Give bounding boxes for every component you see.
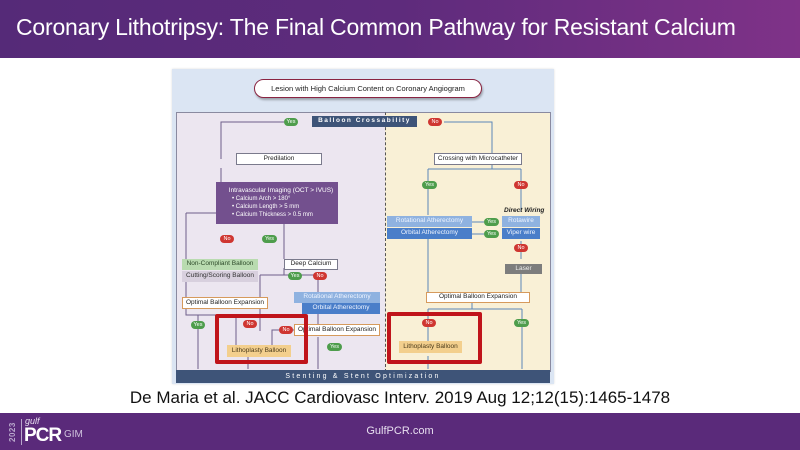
non-compliant-balloon-node: Non-Compliant Balloon [182,259,258,270]
logo-pcr-text: PCR [24,425,62,446]
lithoplasty-balloon-node: Lithoplasty Balloon [399,341,462,353]
connector [220,121,284,159]
rotational-atherectomy-node: Rotational Atherectomy [387,216,472,227]
optimal-balloon-expansion-node: Optimal Balloon Expansion [182,297,268,309]
yes-badge: Yes [484,218,499,226]
footer-url[interactable]: GulfPCR.com [366,425,434,437]
yes-badge: Yes [514,319,529,327]
stenting-optimization-bar: Stenting & Stent Optimization [176,370,550,383]
yes-badge: Yes [262,235,277,243]
deep-calcium-node: Deep Calcium [284,259,338,270]
logo-separator [21,419,22,445]
no-badge: No [243,320,257,328]
slide-footer: 2023 gulf PCR GIM GulfPCR.com [0,413,800,450]
rotawire-node: Rotawire [502,216,540,227]
criterion-calcium-length: • Calcium Length > 5 mm [232,204,300,211]
intravascular-imaging-node: Intravascular Imaging (OCT > IVUS) • Cal… [216,182,338,224]
no-badge: No [428,118,442,126]
yes-badge: Yes [484,230,499,238]
orbital-atherectomy-node: Orbital Atherectomy [302,303,380,314]
slide-title: Coronary Lithotripsy: The Final Common P… [16,14,736,40]
balloon-crossability-decision: Balloon Crossability [312,116,417,127]
laser-node: Laser [505,264,542,274]
yes-badge: Yes [327,343,342,351]
optimal-balloon-expansion-node: Optimal Balloon Expansion [426,292,530,303]
crossing-microcatheter-node: Crossing with Microcatheter [434,153,522,165]
logo-gulf-text: gulf [25,416,40,426]
direct-wiring-label: Direct Wiring [504,207,545,214]
lithoplasty-highlight-box [387,312,482,364]
no-badge: No [514,181,528,189]
gulfpcr-logo: 2023 gulf PCR GIM [8,416,118,448]
no-badge: No [279,326,293,334]
lithoplasty-highlight-box [215,314,308,364]
imaging-title: Intravascular Imaging (OCT > IVUS) [228,186,334,194]
rotational-atherectomy-node: Rotational Atherectomy [294,292,380,303]
orbital-atherectomy-node: Orbital Atherectomy [387,228,472,239]
criterion-calcium-arch: • Calcium Arch > 180° [232,196,291,203]
optimal-balloon-expansion-node: Optimal Balloon Expansion [294,324,380,336]
lesion-start-node: Lesion with High Calcium Content on Coro… [254,79,482,98]
viper-wire-node: Viper wire [502,228,540,239]
no-badge: No [220,235,234,243]
no-badge: No [514,244,528,252]
cutting-scoring-balloon-node: Cutting/Scoring Balloon [182,271,258,282]
yes-badge: Yes [288,272,302,280]
criterion-calcium-thickness: • Calcium Thickness > 0.5 mm [232,212,313,219]
logo-gim-text: GIM [64,429,83,440]
slide-header: Coronary Lithotripsy: The Final Common P… [0,0,800,58]
citation: De Maria et al. JACC Cardiovasc Interv. … [129,388,671,407]
lithoplasty-balloon-node: Lithoplasty Balloon [227,345,291,357]
no-badge: No [422,319,436,327]
no-badge: No [313,272,327,280]
yes-badge: Yes [284,118,298,126]
yes-badge: Yes [422,181,437,189]
yes-badge: Yes [191,321,205,329]
flowchart-diagram: Lesion with High Calcium Content on Coro… [172,69,554,384]
predilation-node: Predilation [236,153,322,165]
